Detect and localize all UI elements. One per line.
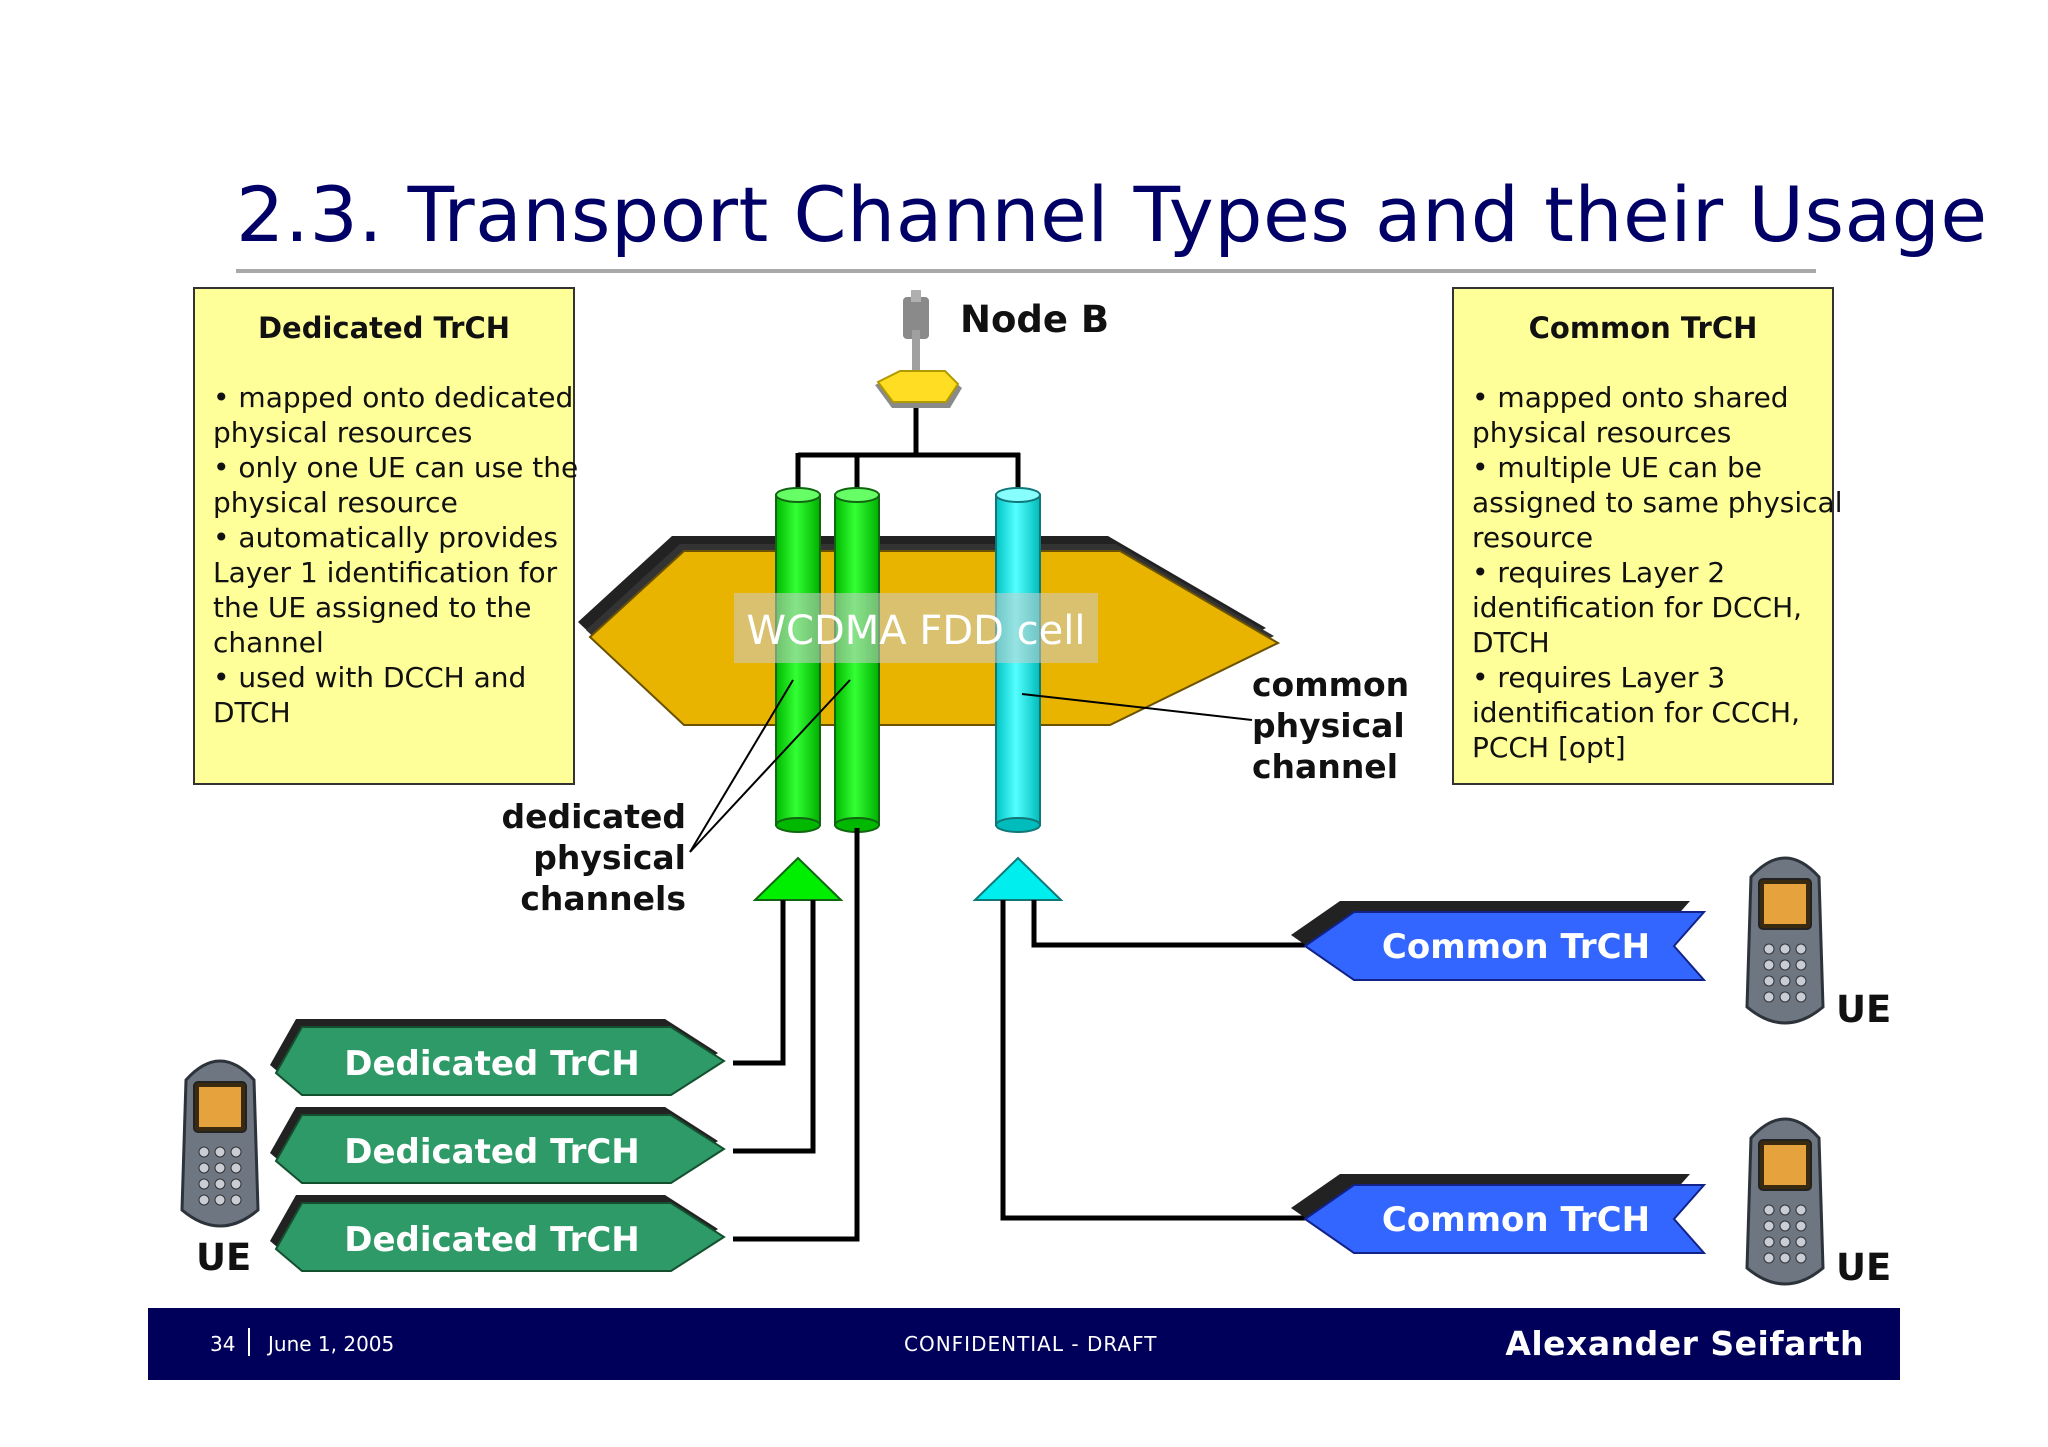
- dedicated-box-line: Layer 1 identification for: [213, 556, 558, 589]
- node-b-antenna-icon: [875, 290, 962, 408]
- dedicated-trch-label-1: Dedicated TrCH: [344, 1044, 640, 1084]
- common-trch-arrow-2: [1291, 1174, 1707, 1254]
- common-physical-label-1: common: [1252, 665, 1410, 704]
- dedicated-trch-info-box: Dedicated TrCH • mapped onto dedicated p…: [193, 287, 579, 785]
- common-box-line: • requires Layer 2: [1472, 556, 1726, 589]
- common-box-line: • multiple UE can be: [1472, 451, 1762, 484]
- ue-label: UE: [1836, 1246, 1892, 1289]
- dedicated-box-line: the UE assigned to the: [213, 591, 532, 624]
- dedicated-physical-label-2: physical: [533, 838, 686, 877]
- dedicated-box-line: channel: [213, 626, 324, 659]
- footer-date: June 1, 2005: [268, 1332, 395, 1356]
- phone-icon: [180, 1059, 260, 1228]
- footer-separator: [248, 1328, 250, 1356]
- common-box-title: Common TrCH: [1528, 311, 1758, 345]
- footer-author: Alexander Seifarth: [1505, 1324, 1864, 1363]
- common-trch-info-box: Common TrCH • mapped onto shared physica…: [1452, 287, 1842, 785]
- cell-label: WCDMA FDD cell: [746, 608, 1085, 654]
- dedicated-trch-arrow-2: [270, 1107, 726, 1184]
- common-box-line: resource: [1472, 521, 1594, 554]
- slide-title: 2.3. Transport Channel Types and their U…: [236, 170, 1988, 259]
- common-physical-label-3: channel: [1252, 747, 1399, 786]
- common-trch-label-1: Common TrCH: [1382, 927, 1650, 967]
- dedicated-trch-arrow-3: [270, 1195, 726, 1272]
- dedicated-box-title: Dedicated TrCH: [257, 311, 511, 345]
- dedicated-trch-label-3: Dedicated TrCH: [344, 1220, 640, 1260]
- common-trch-label-2: Common TrCH: [1382, 1200, 1650, 1240]
- common-trch-arrow-1: [1291, 901, 1707, 981]
- footer-bar: 34 June 1, 2005 CONFIDENTIAL - DRAFT Ale…: [148, 1308, 1900, 1380]
- dedicated-box-line: • only one UE can use the: [213, 451, 579, 484]
- dedicated-box-line: physical resources: [213, 416, 473, 449]
- ue-label: UE: [196, 1236, 252, 1279]
- page-number: 34: [210, 1332, 236, 1356]
- footer-confidential: CONFIDENTIAL - DRAFT: [904, 1332, 1158, 1356]
- common-box-line: physical resources: [1472, 416, 1732, 449]
- node-b-bus: [795, 408, 1021, 500]
- node-b-label: Node B: [960, 298, 1110, 341]
- dedicated-box-line: DTCH: [213, 696, 291, 729]
- connection-lines: [733, 828, 1305, 1242]
- common-box-line: • requires Layer 3: [1472, 661, 1726, 694]
- cell-label-box: [734, 593, 1098, 663]
- phone-icon: [1745, 1117, 1825, 1286]
- dedicated-box-line: physical resource: [213, 486, 458, 519]
- ue-label: UE: [1836, 988, 1892, 1031]
- common-physical-label-2: physical: [1252, 706, 1405, 745]
- common-box-line: DTCH: [1472, 626, 1550, 659]
- dedicated-physical-label-1: dedicated: [501, 797, 686, 836]
- common-box-line: • mapped onto shared: [1472, 381, 1789, 414]
- dedicated-physical-label-3: channels: [520, 879, 686, 918]
- dedicated-box-line: • mapped onto dedicated: [213, 381, 574, 414]
- common-mapping-triangle: [972, 856, 1064, 901]
- common-box-line: identification for DCCH,: [1472, 591, 1803, 624]
- dedicated-mapping-triangle: [752, 856, 844, 901]
- title-divider: [236, 269, 1816, 273]
- dedicated-box-line: • used with DCCH and: [213, 661, 527, 694]
- pointer-lines: [689, 679, 1253, 853]
- phone-icon: [1745, 856, 1825, 1025]
- dedicated-trch-label-2: Dedicated TrCH: [344, 1132, 640, 1172]
- common-box-line: assigned to same physical: [1472, 486, 1843, 519]
- common-box-line: identification for CCCH,: [1472, 696, 1801, 729]
- dedicated-trch-arrow-1: [270, 1019, 726, 1096]
- dedicated-box-line: • automatically provides: [213, 521, 558, 554]
- common-box-line: PCCH [opt]: [1472, 731, 1626, 764]
